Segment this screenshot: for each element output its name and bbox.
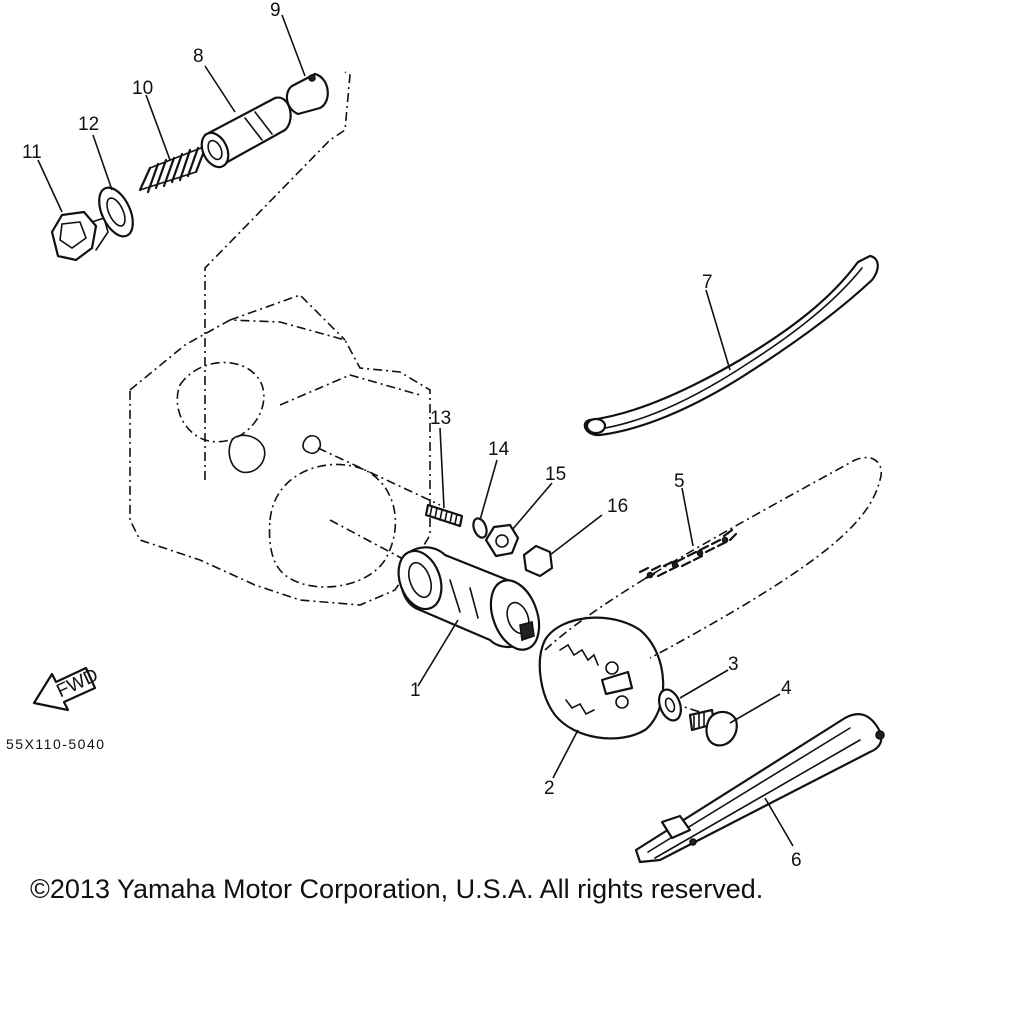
fwd-arrow-icon: FWD bbox=[32, 665, 102, 712]
bolt-part-4 bbox=[688, 708, 738, 747]
cap-bolt-part-11 bbox=[50, 210, 109, 262]
cam-chain-loop bbox=[544, 456, 882, 659]
cylinder-head-outline bbox=[129, 294, 431, 606]
copyright-notice: ©2013 Yamaha Motor Corporation, U.S.A. A… bbox=[30, 874, 764, 904]
callout-6: 6 bbox=[791, 850, 802, 871]
tensioner-guide-line bbox=[204, 71, 351, 480]
callout-numbers: 9 8 10 12 11 13 14 15 16 5 7 1 2 3 4 6 bbox=[22, 0, 802, 871]
spring-part-10 bbox=[138, 144, 208, 194]
tensioner-cap-part-9 bbox=[285, 72, 329, 116]
callout-15: 15 bbox=[545, 464, 566, 485]
callout-13: 13 bbox=[430, 408, 451, 429]
callout-4: 4 bbox=[781, 678, 792, 699]
callout-16: 16 bbox=[607, 496, 628, 517]
callout-10: 10 bbox=[132, 78, 153, 99]
callout-11: 11 bbox=[22, 142, 42, 163]
callout-9: 9 bbox=[270, 0, 281, 21]
callout-5: 5 bbox=[674, 471, 685, 492]
lower-chain-guide-part-6 bbox=[634, 713, 885, 864]
callout-12: 12 bbox=[78, 114, 99, 135]
callout-7: 7 bbox=[702, 272, 713, 293]
cam-sprocket-part-2 bbox=[538, 616, 665, 740]
bolt-guide-line bbox=[317, 447, 441, 506]
camshaft-guide-line bbox=[329, 519, 406, 561]
stud-bolt-part-13 bbox=[424, 503, 464, 528]
tensioner-body-part-8 bbox=[200, 96, 292, 169]
cam-chain-part-5 bbox=[638, 528, 738, 580]
cap-nut-part-16 bbox=[522, 544, 554, 578]
diagram-code: 55X110-5040 bbox=[6, 736, 106, 752]
o-ring-part-14 bbox=[472, 517, 488, 539]
callout-leaders bbox=[37, 14, 794, 847]
callout-14: 14 bbox=[488, 439, 510, 460]
callout-8: 8 bbox=[193, 46, 204, 67]
camshaft-part-1 bbox=[397, 546, 541, 651]
washer-part-3 bbox=[658, 688, 682, 722]
callout-3: 3 bbox=[728, 654, 739, 675]
callout-2: 2 bbox=[544, 778, 555, 799]
upper-chain-guide-part-7 bbox=[583, 254, 879, 437]
nut-part-15 bbox=[484, 523, 520, 558]
gasket-part-12 bbox=[98, 186, 134, 238]
callout-1: 1 bbox=[410, 680, 421, 701]
